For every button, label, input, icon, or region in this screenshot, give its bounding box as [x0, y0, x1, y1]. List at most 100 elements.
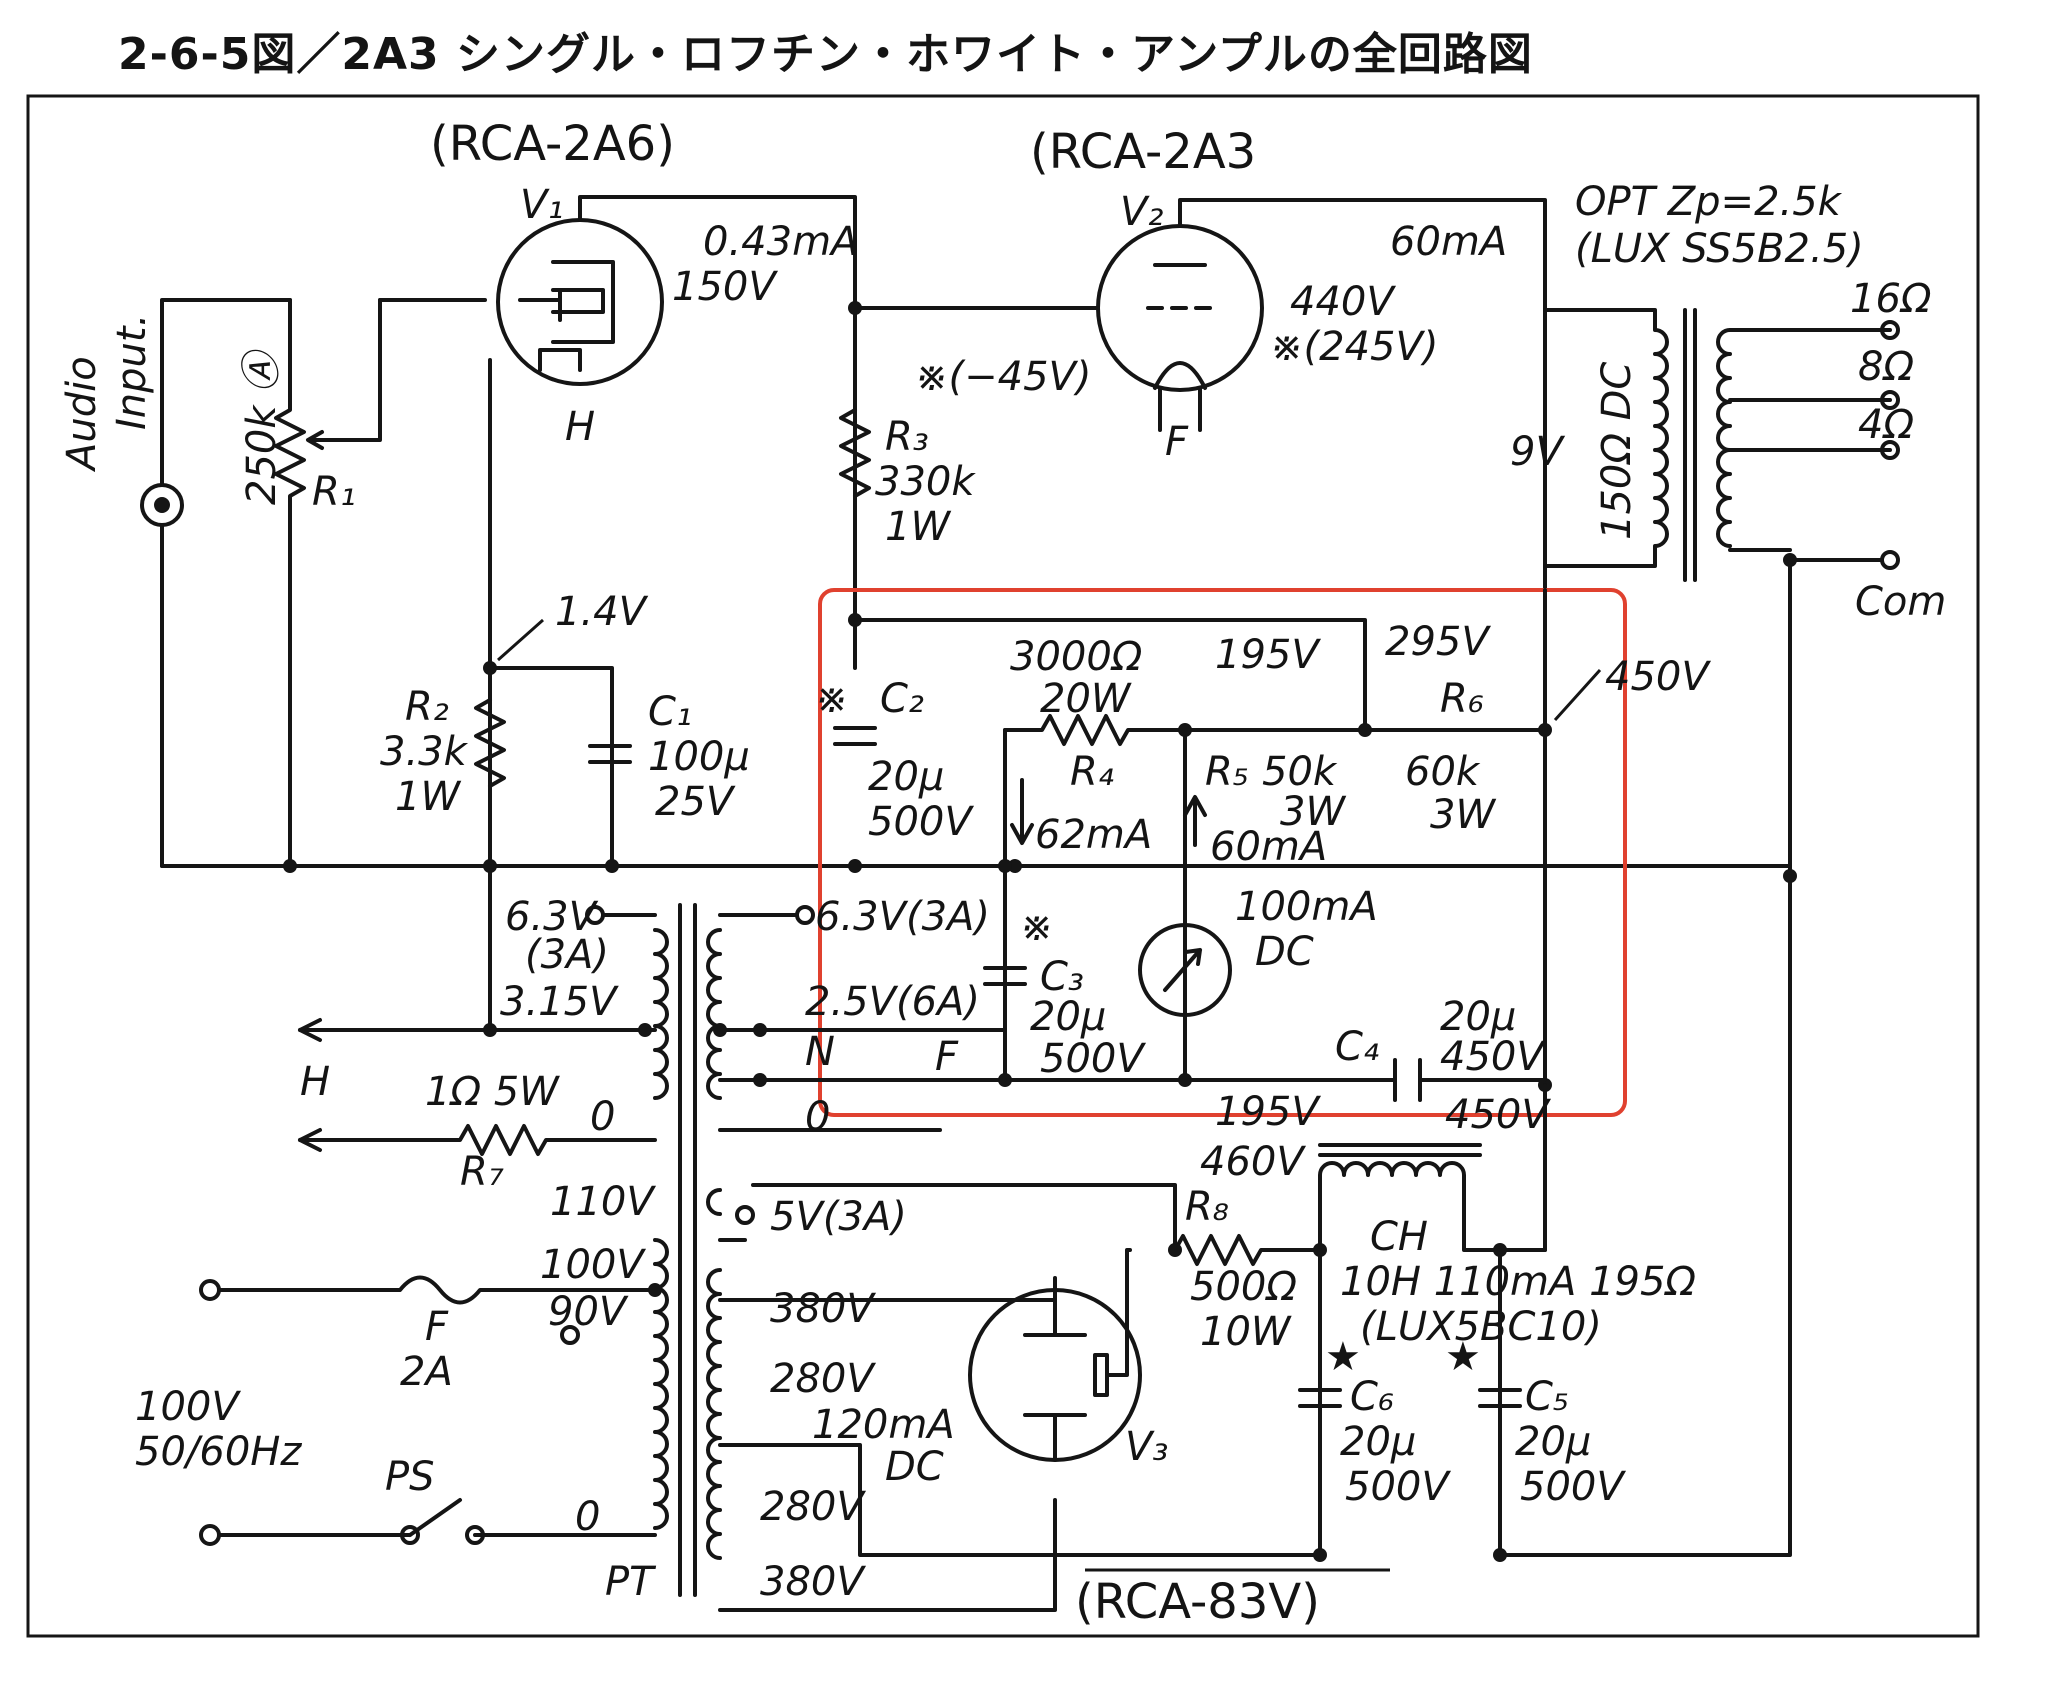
- c5-ref: C₅: [1525, 1374, 1569, 1420]
- r1-ref: R₁: [312, 469, 356, 515]
- pt-n: N: [805, 1029, 835, 1075]
- pt-h2: 6.3V(3A): [815, 894, 990, 940]
- r8-node: 460V: [1200, 1139, 1306, 1185]
- v1-cathode-v: 1.4V: [555, 589, 649, 635]
- r8-value: 500Ω: [1190, 1264, 1297, 1310]
- v1-tag: (RCA-2A6): [430, 116, 675, 172]
- mains-line1: 100V: [135, 1384, 241, 1430]
- meter-type: DC: [1255, 929, 1314, 975]
- c6-value: 20μ: [1340, 1419, 1416, 1465]
- c4-left: 195V: [1215, 1089, 1321, 1135]
- c4-voltage: 450V: [1440, 1034, 1546, 1080]
- c2-value: 20μ: [868, 754, 944, 800]
- choke-ref: CH: [1370, 1214, 1428, 1260]
- tube-v1: V₁ H (RCA-2A6): [430, 116, 675, 450]
- c2-ref: C₂: [880, 676, 924, 722]
- v2-grid-v: ※(−45V): [915, 354, 1092, 400]
- opt-tap-8: 8Ω: [1858, 344, 1914, 390]
- pt-tap-110: 110V: [550, 1179, 656, 1225]
- meter-value: 100mA: [1235, 884, 1378, 930]
- pt-hv-1: 380V: [770, 1286, 876, 1332]
- v2-filament: F: [1165, 419, 1189, 465]
- v2-plate-v: 440V: [1290, 279, 1396, 325]
- page-title: 2-6-5図／2A3 シングル・ロフチン・ホワイト・アンプルの全回路図: [118, 29, 1533, 80]
- opt-tap-16: 16Ω: [1850, 276, 1932, 322]
- frame: [26, 94, 1980, 1638]
- pt-hv-dc2: DC: [885, 1444, 944, 1490]
- v1-heater: H: [565, 404, 595, 450]
- opt-tap-4: 4Ω: [1858, 402, 1914, 448]
- r5-power: 3W: [1280, 789, 1346, 835]
- terminal-16-icon[interactable]: [1880, 320, 1900, 340]
- r5-node: 195V: [1215, 632, 1321, 678]
- c1-value: 100μ: [648, 734, 750, 780]
- opt-dcr: 150Ω DC: [1594, 362, 1640, 540]
- v2-current: 60mA: [1390, 219, 1507, 265]
- c5-voltage: 500V: [1520, 1464, 1626, 1510]
- c4-ref: C₄: [1335, 1024, 1379, 1070]
- highlight-box: [818, 588, 1627, 1117]
- v2-tag: (RCA-2A3: [1030, 124, 1256, 180]
- mains-switch: PS: [385, 1454, 435, 1500]
- v2-cathode-v: ※(245V): [1270, 324, 1438, 370]
- c2-mark: ※: [815, 676, 849, 722]
- tube-v3: V₃: [968, 1248, 1168, 1470]
- c3-value: 20μ: [1030, 994, 1106, 1040]
- terminal-4-icon[interactable]: [1880, 440, 1900, 460]
- r3-power: 1W: [885, 504, 951, 550]
- r5-current: 60mA: [1210, 824, 1327, 870]
- c6-star: ★: [1325, 1334, 1361, 1380]
- r1-value: 250k Ⓐ: [239, 347, 285, 505]
- pt-rect: 5V(3A): [770, 1194, 907, 1240]
- r5-value: 50k: [1262, 749, 1338, 795]
- pt-ref: PT: [605, 1559, 657, 1605]
- pt-hv-3: 280V: [760, 1484, 866, 1530]
- c1-ref: C₁: [648, 689, 692, 735]
- c1-voltage: 25V: [655, 779, 736, 825]
- mains-line2: 50/60Hz: [135, 1429, 302, 1475]
- r6-power: 3W: [1430, 792, 1496, 838]
- pt-hv-dc: 120mA: [812, 1402, 955, 1448]
- pt-hv-2: 280V: [770, 1356, 876, 1402]
- pt-tap-90: 90V: [548, 1289, 629, 1335]
- r7-ref: R₇: [460, 1149, 504, 1195]
- choke-model: (LUX5BC10): [1360, 1304, 1602, 1350]
- opt-drop: 9V: [1510, 429, 1565, 475]
- r8-ref: R₈: [1185, 1184, 1229, 1230]
- pt-f: F: [935, 1034, 959, 1080]
- mains-terminal-2-icon[interactable]: [199, 1524, 221, 1546]
- r2-value: 3.3k: [380, 729, 469, 775]
- c3-voltage: 500V: [1040, 1036, 1146, 1082]
- c4-right: 450V: [1445, 1092, 1551, 1138]
- tube-v2: V₂ F (RCA-2A3: [1030, 124, 1264, 465]
- c6-voltage: 500V: [1345, 1464, 1451, 1510]
- input-label-1: Audio: [59, 356, 105, 473]
- r4-current: 62mA: [1035, 812, 1152, 858]
- c2-voltage: 500V: [868, 799, 974, 845]
- power-switch-icon[interactable]: [400, 1525, 420, 1545]
- r3-ref: R₃: [885, 414, 929, 460]
- r6-ref: R₆: [1440, 676, 1484, 722]
- output-transformer: 16Ω 8Ω 4Ω Com OPT Zp=2.5k (LUX SS5B2.5) …: [1510, 179, 1946, 625]
- fuse-ref: F: [425, 1304, 449, 1350]
- pt-h1: 6.3V: [505, 894, 599, 940]
- fuse-value: 2A: [400, 1349, 453, 1395]
- c3-mark: ※: [1020, 904, 1054, 950]
- v1-plate-v: 150V: [672, 264, 778, 310]
- pt-h1a: (3A): [525, 932, 609, 978]
- pt-tap-100: 100V: [540, 1242, 646, 1288]
- r7-value: 1Ω 5W: [425, 1069, 560, 1115]
- mains-terminal-1-icon[interactable]: [199, 1279, 221, 1301]
- r6-node: 295V: [1385, 619, 1491, 665]
- opt-line1: OPT Zp=2.5k: [1575, 179, 1843, 225]
- v1-current: 0.43mA: [703, 219, 858, 265]
- terminal-8-icon[interactable]: [1880, 390, 1900, 410]
- terminal-com-icon[interactable]: [1880, 550, 1900, 570]
- c5-value: 20μ: [1515, 1419, 1591, 1465]
- r4-power: 20W: [1040, 676, 1132, 722]
- v3-tag: (RCA-83V): [1075, 1574, 1320, 1630]
- c4-value: 20μ: [1440, 994, 1516, 1040]
- v2-ref: V₂: [1120, 189, 1163, 235]
- opt-com: Com: [1855, 579, 1946, 625]
- r3-value: 330k: [875, 459, 976, 505]
